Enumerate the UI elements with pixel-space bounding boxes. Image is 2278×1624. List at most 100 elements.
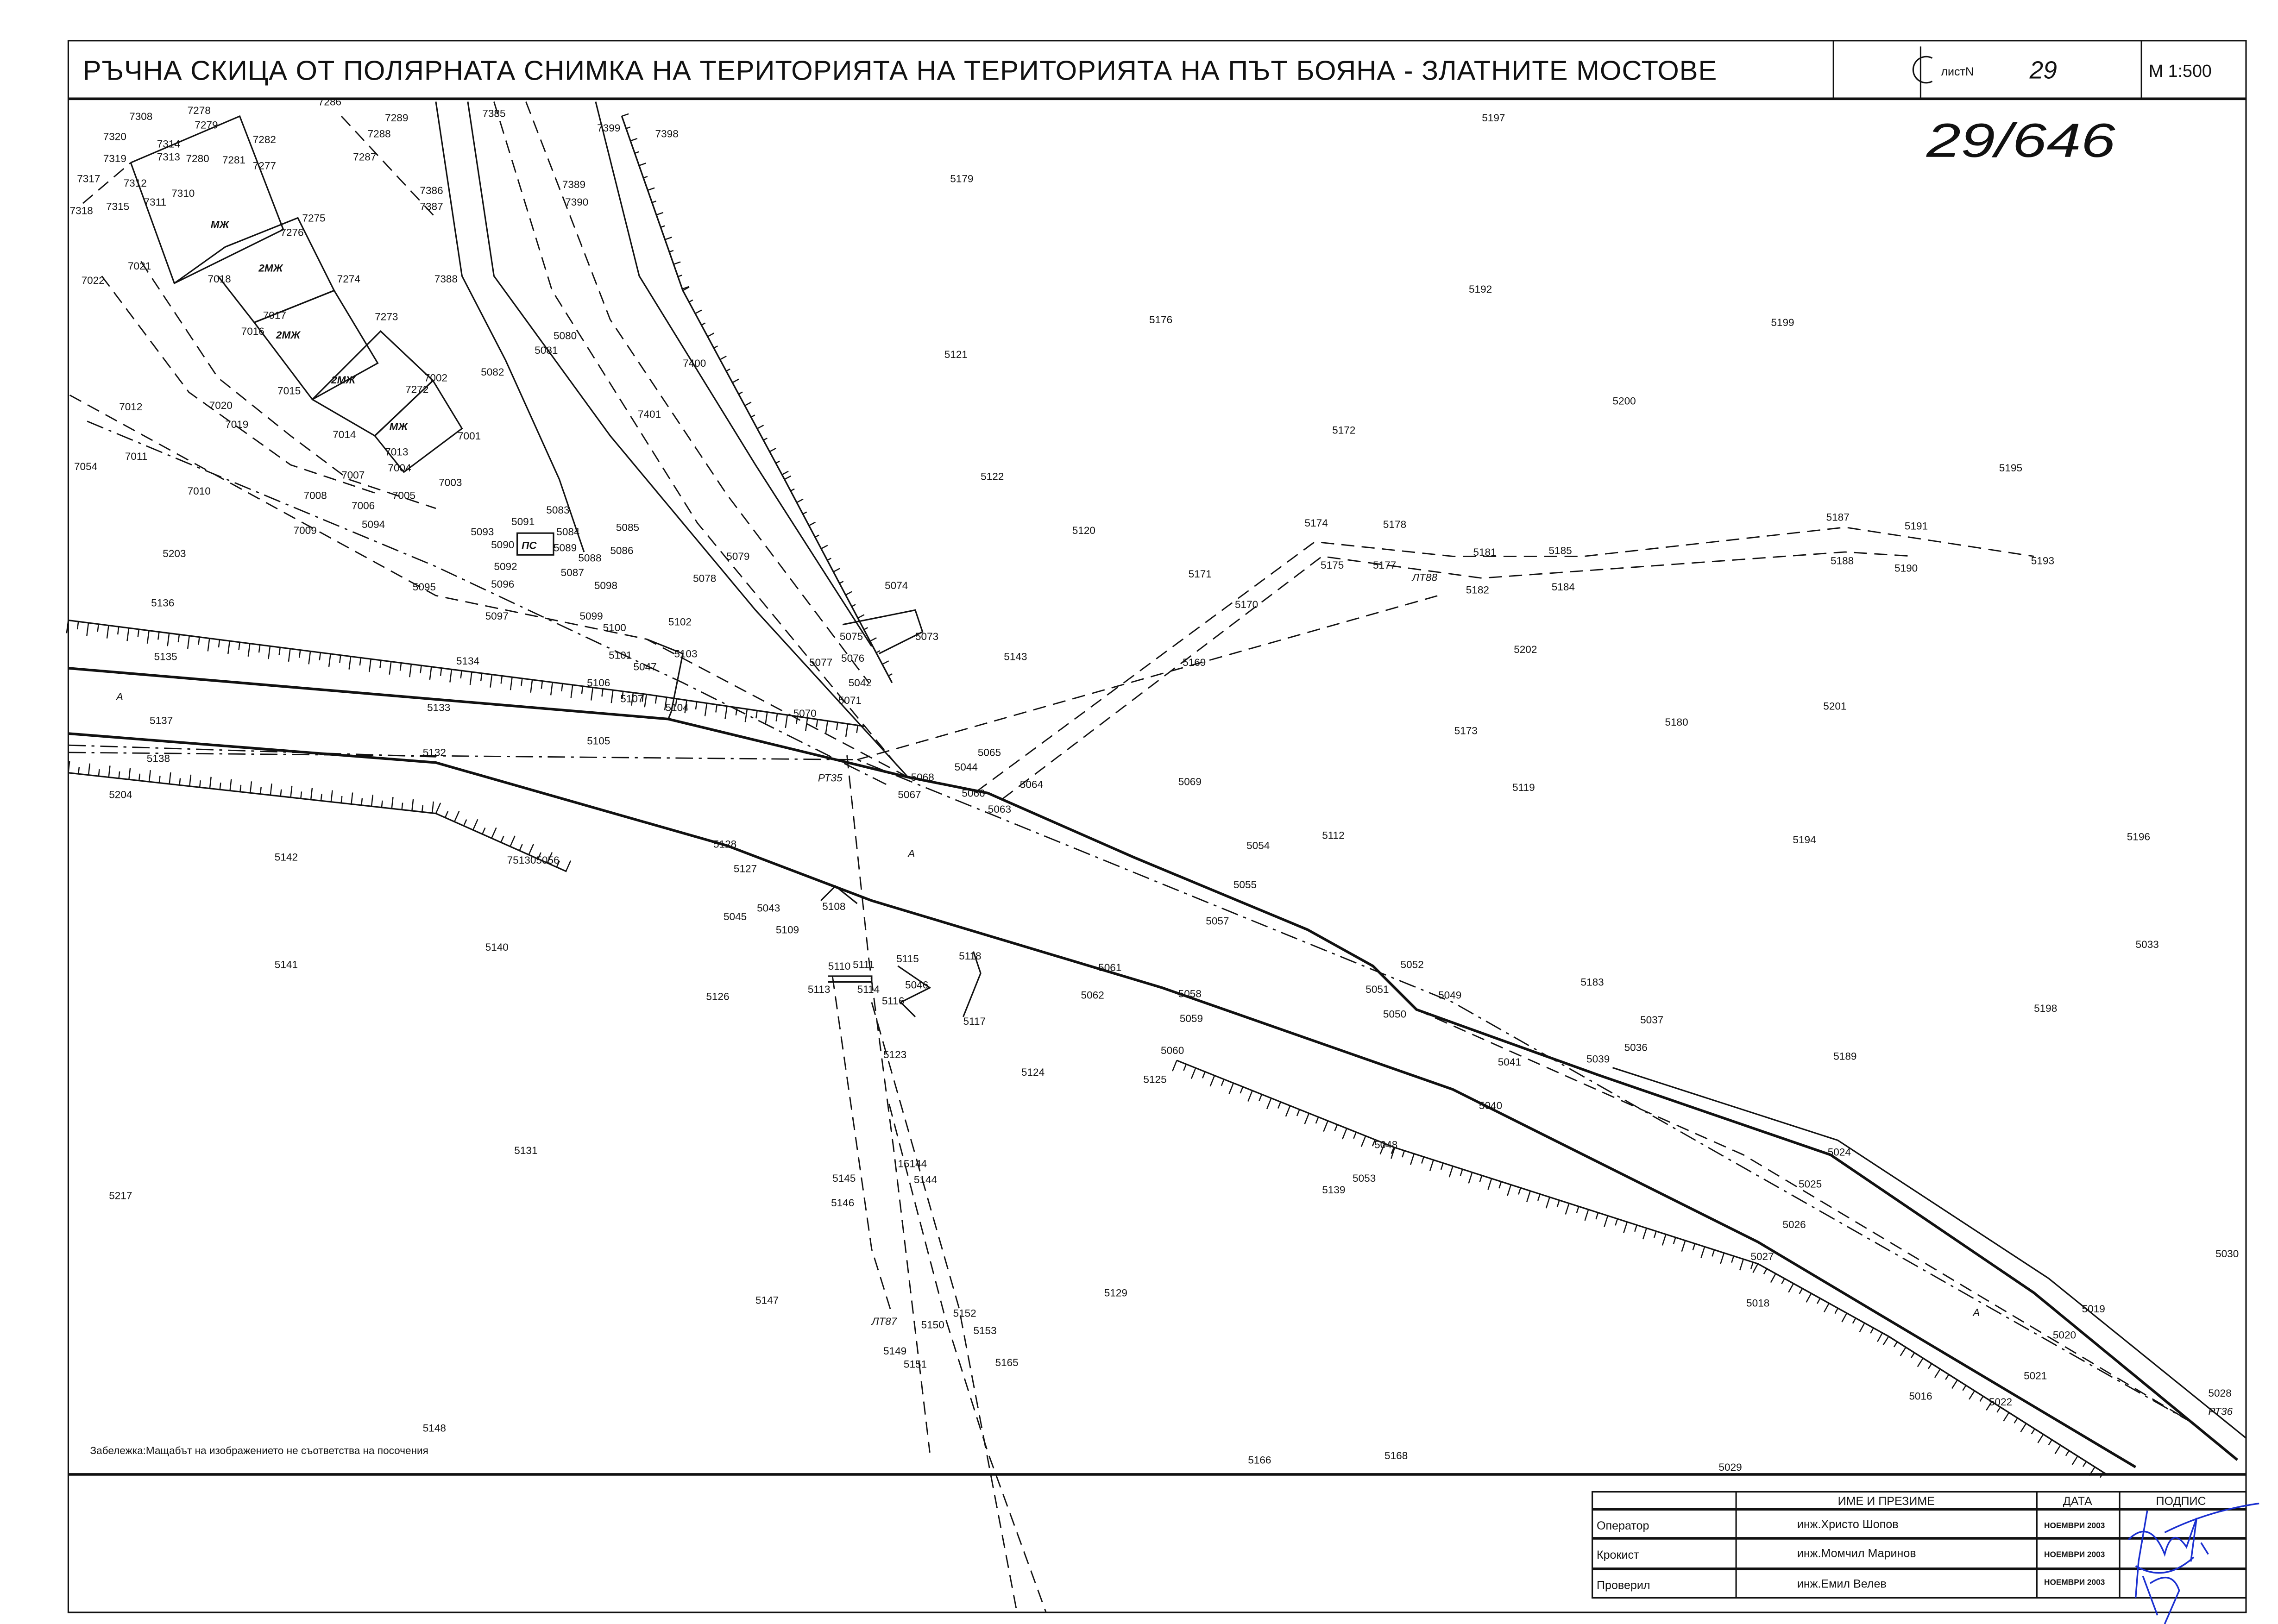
survey-point-label: 5140 bbox=[485, 941, 509, 953]
hatch-tick bbox=[361, 798, 363, 805]
table-row-name: инж.Христо Шопов bbox=[1797, 1518, 1899, 1531]
hatch-tick bbox=[1834, 1308, 1838, 1314]
survey-point-label: 5037 bbox=[1640, 1014, 1663, 1026]
hatch-tick bbox=[2003, 1412, 2010, 1422]
survey-point-label: 7017 bbox=[263, 310, 286, 321]
hatch-tick bbox=[1750, 1262, 1754, 1269]
survey-point-label: 7005 bbox=[392, 490, 415, 502]
hatch-tick bbox=[642, 694, 644, 702]
survey-point-label: 5055 bbox=[1233, 879, 1257, 890]
hatch-tick bbox=[348, 656, 352, 670]
survey-point-label: 7275 bbox=[302, 212, 325, 224]
hatch-tick bbox=[1202, 1071, 1206, 1078]
survey-point-label: 7009 bbox=[294, 525, 317, 536]
survey-point-label: 7054 bbox=[74, 461, 97, 472]
hatch-tick bbox=[2020, 1423, 2027, 1433]
sheet-number: 29 bbox=[2029, 56, 2057, 84]
hatch-tick bbox=[227, 640, 231, 654]
hatch-tick bbox=[547, 852, 553, 864]
survey-point-label: 7278 bbox=[188, 105, 211, 116]
hatch-tick bbox=[258, 645, 261, 653]
hatch-tick bbox=[146, 630, 150, 644]
survey-point-label: 7319 bbox=[103, 153, 126, 164]
hatch-tick bbox=[453, 811, 460, 822]
survey-point-label: 5044 bbox=[955, 761, 978, 773]
hatch-tick bbox=[340, 796, 343, 803]
survey-point-label: 7280 bbox=[186, 153, 209, 164]
survey-point-label: 7281 bbox=[222, 154, 245, 166]
survey-point-label: 5135 bbox=[154, 651, 177, 663]
hatch-tick bbox=[1334, 1124, 1338, 1131]
survey-point-label: 5099 bbox=[579, 610, 603, 622]
hatch-tick bbox=[1468, 1172, 1473, 1184]
hatch-tick bbox=[239, 784, 242, 792]
survey-point-label: 7019 bbox=[225, 419, 248, 430]
survey-point-label: 5137 bbox=[150, 715, 173, 727]
hatch-tick bbox=[1487, 1178, 1492, 1190]
survey-point-label: 5191 bbox=[1905, 520, 1928, 532]
survey-point-label: 5093 bbox=[471, 526, 494, 538]
embankment-line bbox=[621, 116, 893, 683]
survey-point-label: 5084 bbox=[556, 526, 579, 538]
hatch-tick bbox=[247, 643, 251, 657]
hatch-tick bbox=[411, 799, 414, 811]
hatch-tick bbox=[695, 702, 698, 710]
survey-point-label: 7311 bbox=[144, 196, 167, 208]
survey-point-label: 5175 bbox=[1321, 559, 1344, 571]
survey-point-label: 5197 bbox=[1482, 112, 1505, 124]
sheet-number-block: листN 29 bbox=[1912, 46, 2057, 99]
hatch-tick bbox=[591, 687, 594, 701]
hatch-tick bbox=[280, 789, 282, 796]
survey-point-label: 5203 bbox=[163, 548, 186, 559]
survey-point-label: 5152 bbox=[953, 1308, 976, 1319]
survey-point-label: 7313 bbox=[157, 151, 180, 163]
hatch-tick bbox=[707, 332, 715, 337]
hatch-tick bbox=[219, 782, 221, 790]
hatch-tick bbox=[644, 694, 647, 708]
survey-point-label: 7308 bbox=[129, 111, 152, 122]
hatch-tick bbox=[463, 819, 467, 826]
survey-point-label: 5027 bbox=[1750, 1251, 1774, 1262]
hatch-tick bbox=[1190, 1067, 1196, 1079]
hatch-tick bbox=[763, 437, 768, 441]
hatch-tick bbox=[1604, 1215, 1609, 1227]
hatch-tick bbox=[1440, 1163, 1444, 1170]
survey-point-label: 7389 bbox=[562, 179, 585, 190]
hatch-tick bbox=[351, 792, 353, 804]
hatch-tick bbox=[682, 286, 690, 290]
survey-point-label: 5066 bbox=[962, 788, 985, 799]
hatch-tick bbox=[528, 844, 534, 855]
survey-point-label: 5190 bbox=[1894, 562, 1918, 574]
hatch-tick bbox=[688, 299, 693, 303]
survey-point-label: 5109 bbox=[776, 924, 799, 935]
survey-point-label: 5102 bbox=[668, 616, 692, 627]
survey-point-label: 5056 bbox=[536, 854, 559, 866]
hatch-tick bbox=[769, 447, 776, 452]
survey-point-label: 7006 bbox=[352, 500, 375, 511]
survey-point-label: 7011 bbox=[125, 451, 148, 462]
survey-point-label: 5150 bbox=[921, 1319, 944, 1331]
hatch-tick bbox=[1172, 1060, 1177, 1072]
hatch-tick bbox=[86, 622, 89, 636]
hatch-tick bbox=[1642, 1228, 1647, 1240]
hatch-tick bbox=[1681, 1240, 1686, 1252]
hatch-tick bbox=[2048, 1439, 2052, 1445]
hatch-tick bbox=[319, 652, 321, 661]
hatch-tick bbox=[715, 704, 718, 713]
hatch-tick bbox=[784, 475, 792, 480]
survey-point-label: 5047 bbox=[634, 661, 657, 673]
survey-point-label: 5166 bbox=[1248, 1454, 1271, 1466]
hatch-tick bbox=[300, 791, 302, 799]
hatch-tick bbox=[1221, 1079, 1225, 1086]
hatch-tick bbox=[177, 634, 180, 643]
survey-point-label: 5068 bbox=[911, 771, 934, 783]
hatch-tick bbox=[1360, 1135, 1366, 1147]
hatch-tick bbox=[621, 113, 629, 117]
survey-point-label: 5153 bbox=[973, 1325, 996, 1336]
hatch-tick bbox=[1479, 1175, 1483, 1183]
survey-point-label: 5092 bbox=[494, 561, 517, 572]
hatch-tick bbox=[805, 718, 808, 731]
survey-point-label: 5110 bbox=[828, 960, 851, 972]
survey-point-label: 7001 bbox=[458, 430, 481, 442]
